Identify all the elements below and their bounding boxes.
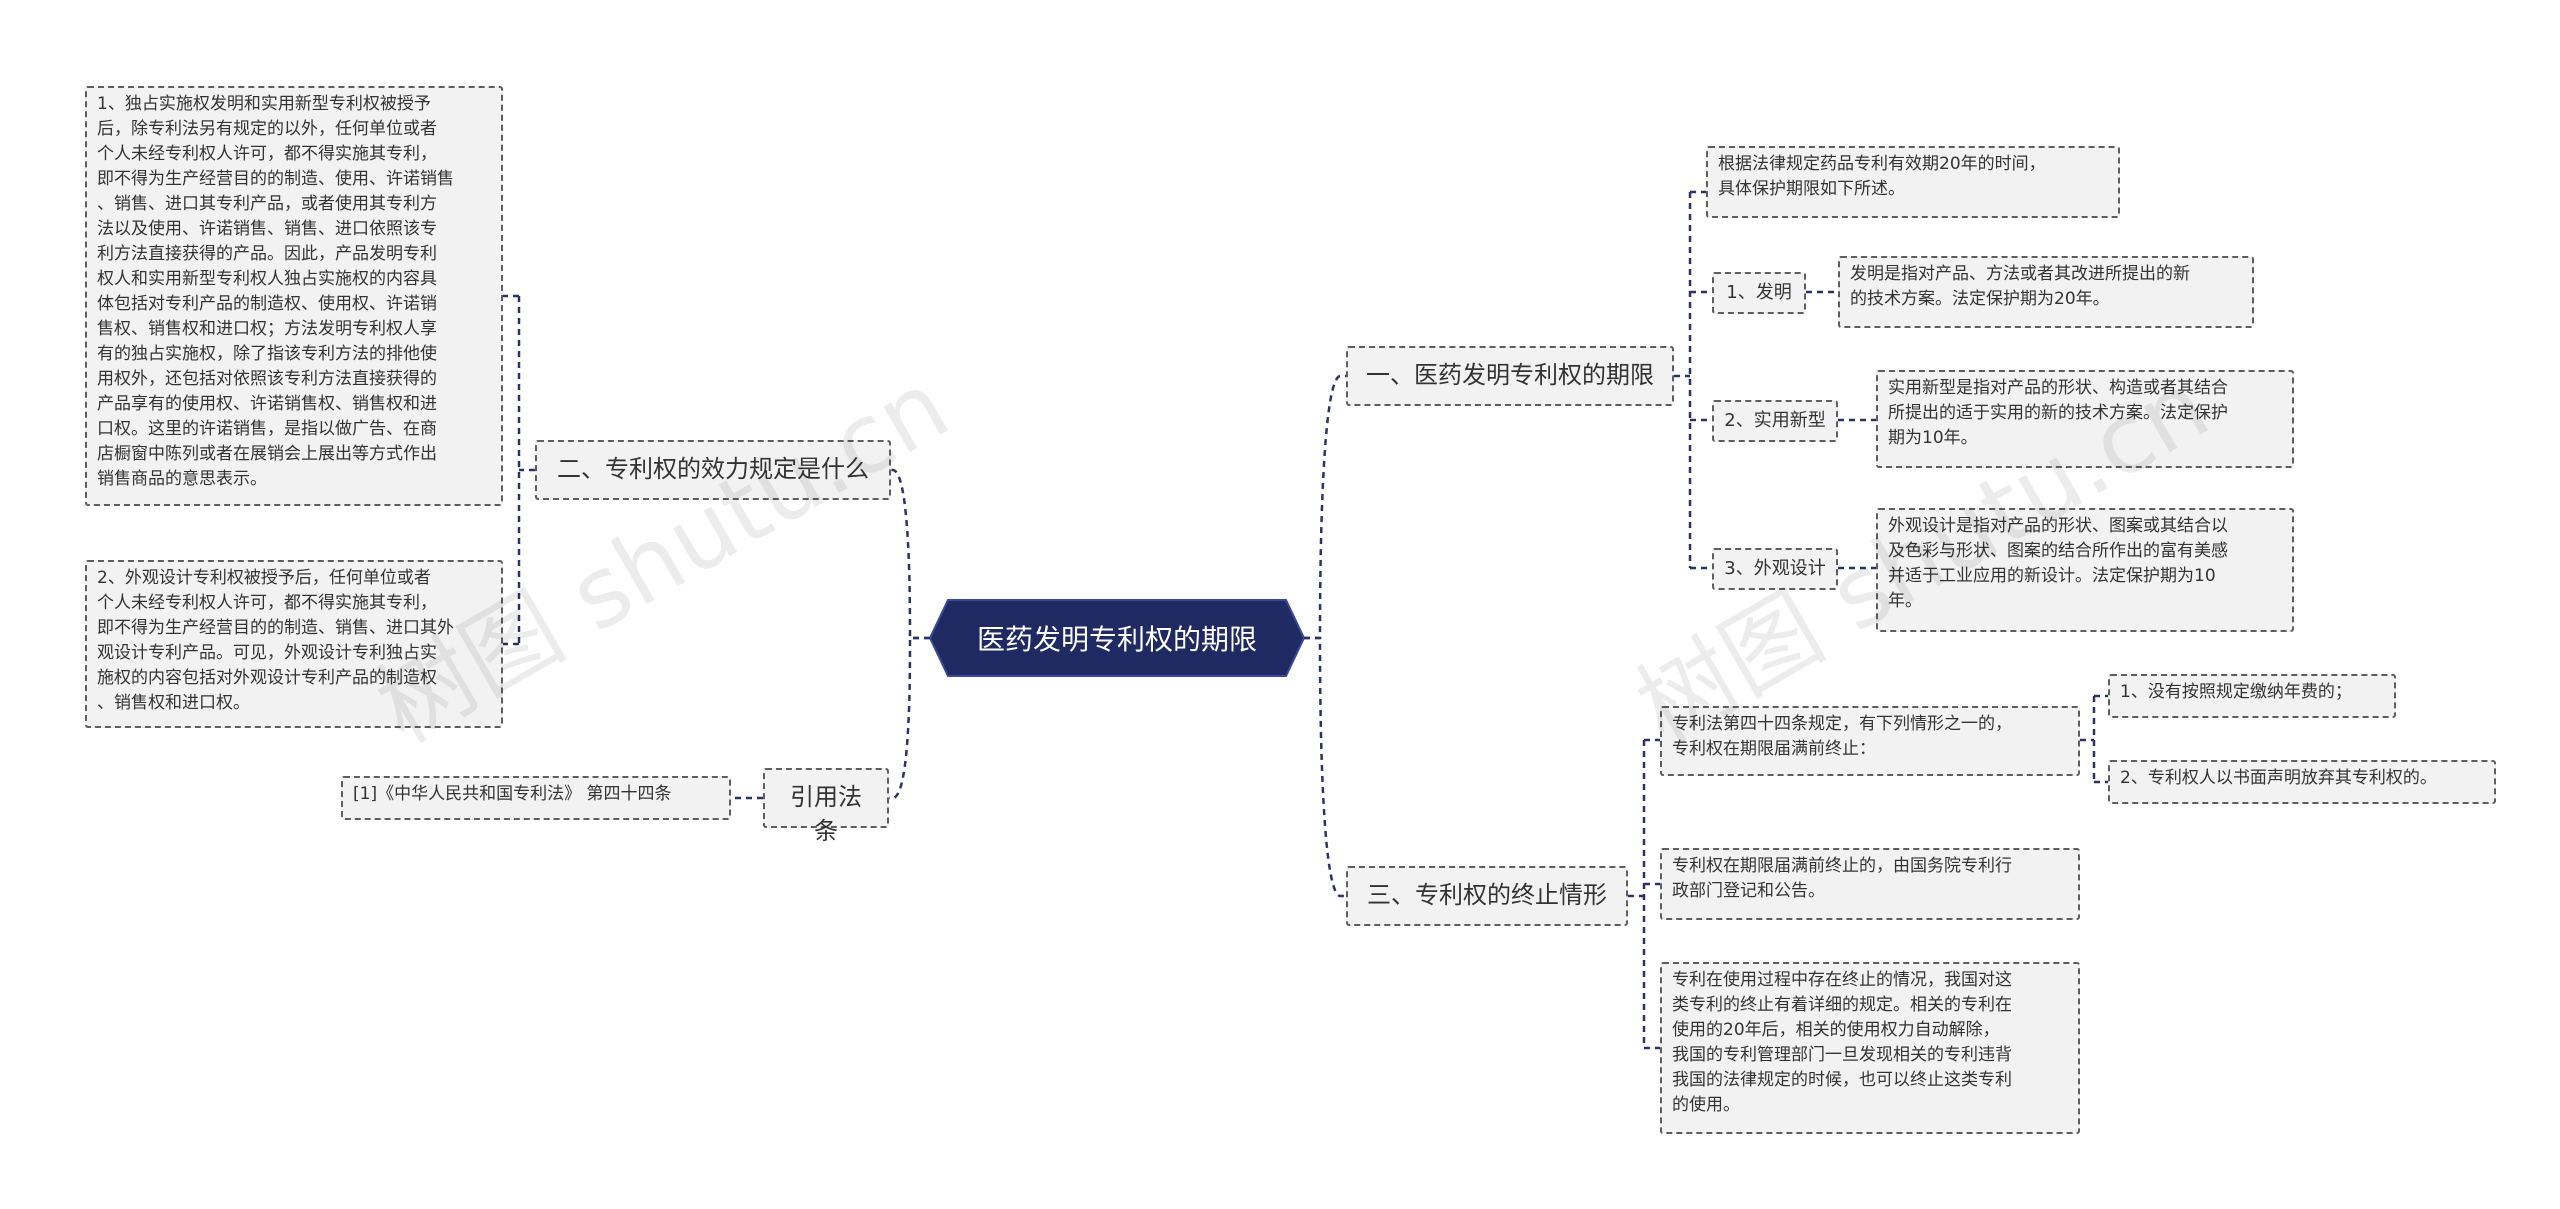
- link-root-effect: [891, 468, 930, 640]
- branch-citation-label: 引用法条: [790, 783, 862, 845]
- validity-design[interactable]: 3、外观设计: [1712, 548, 1838, 590]
- termination-item-2[interactable]: 2、专利权人以书面声明放弃其专利权的。: [2108, 760, 2496, 804]
- validity-invention[interactable]: 1、发明: [1712, 272, 1806, 314]
- validity-utility-label: 2、实用新型: [1724, 410, 1826, 431]
- termination-item-2-text: 2、专利权人以书面声明放弃其专利权的。: [2120, 768, 2437, 788]
- validity-intro-text: 根据法律规定药品专利有效期20年的时间， 具体保护期限如下所述。: [1718, 154, 2046, 199]
- effect-item-1[interactable]: 1、独占实施权发明和实用新型专利权被授予 后，除专利法另有规定的以外，任何单位或…: [85, 86, 503, 506]
- branch-validity-label: 一、医药发明专利权的期限: [1366, 361, 1654, 389]
- termination-item-1[interactable]: 1、没有按照规定缴纳年费的；: [2108, 674, 2396, 718]
- invention-description: 发明是指对产品、方法或者其改进所提出的新 的技术方案。法定保护期为20年。: [1850, 264, 2190, 309]
- validity-design-text[interactable]: 外观设计是指对产品的形状、图案或其结合以 及色彩与形状、图案的结合所作出的富有美…: [1876, 508, 2294, 632]
- citation-text-content: [1]《中华人民共和国专利法》 第四十四条: [353, 784, 672, 804]
- branch-effect-label: 二、专利权的效力规定是什么: [557, 455, 869, 483]
- validity-utility-text[interactable]: 实用新型是指对产品的形状、构造或者其结合 所提出的适于实用的新的技术方案。法定保…: [1876, 370, 2294, 468]
- effect-item-2[interactable]: 2、外观设计专利权被授予后，任何单位或者 个人未经专利权人许可，都不得实施其专利…: [85, 560, 503, 728]
- link-root-citation: [889, 636, 930, 800]
- design-description: 外观设计是指对产品的形状、图案或其结合以 及色彩与形状、图案的结合所作出的富有美…: [1888, 516, 2228, 611]
- termination-item-1-text: 1、没有按照规定缴纳年费的；: [2120, 682, 2352, 702]
- termination-announce-text: 专利权在期限届满前终止的，由国务院专利行 政部门登记和公告。: [1672, 856, 2012, 901]
- link-effect-bus: [517, 296, 535, 644]
- validity-utility[interactable]: 2、实用新型: [1712, 400, 1838, 442]
- link-validity-bus: [1674, 192, 1692, 568]
- branch-validity[interactable]: 一、医药发明专利权的期限: [1346, 346, 1674, 406]
- validity-invention-text[interactable]: 发明是指对产品、方法或者其改进所提出的新 的技术方案。法定保护期为20年。: [1838, 256, 2254, 328]
- utility-description: 实用新型是指对产品的形状、构造或者其结合 所提出的适于实用的新的技术方案。法定保…: [1888, 378, 2228, 448]
- termination-rule[interactable]: 专利法第四十四条规定，有下列情形之一的， 专利权在期限届满前终止：: [1660, 706, 2080, 776]
- validity-invention-label: 1、发明: [1726, 282, 1792, 303]
- link-rule-items: [2080, 694, 2108, 784]
- effect-item-1-text: 1、独占实施权发明和实用新型专利权被授予 后，除专利法另有规定的以外，任何单位或…: [97, 94, 454, 489]
- termination-detail[interactable]: 专利在使用过程中存在终止的情况，我国对这 类专利的终止有着详细的规定。相关的专利…: [1660, 962, 2080, 1134]
- termination-detail-text: 专利在使用过程中存在终止的情况，我国对这 类专利的终止有着详细的规定。相关的专利…: [1672, 970, 2012, 1115]
- validity-design-label: 3、外观设计: [1724, 558, 1826, 579]
- root-label: 医药发明专利权的期限: [976, 623, 1257, 656]
- branch-citation[interactable]: 引用法条: [763, 768, 889, 845]
- link-root-termination: [1304, 636, 1346, 898]
- termination-announce[interactable]: 专利权在期限届满前终止的，由国务院专利行 政部门登记和公告。: [1660, 848, 2080, 920]
- branch-effect[interactable]: 二、专利权的效力规定是什么: [535, 440, 891, 500]
- effect-item-2-text: 2、外观设计专利权被授予后，任何单位或者 个人未经专利权人许可，都不得实施其专利…: [97, 568, 454, 713]
- branch-termination[interactable]: 三、专利权的终止情形: [1346, 866, 1628, 926]
- validity-intro[interactable]: 根据法律规定药品专利有效期20年的时间， 具体保护期限如下所述。: [1706, 146, 2120, 218]
- citation-text[interactable]: [1]《中华人民共和国专利法》 第四十四条: [341, 776, 731, 820]
- link-termination-bus: [1628, 740, 1646, 1048]
- branch-termination-label: 三、专利权的终止情形: [1367, 881, 1607, 909]
- termination-rule-text: 专利法第四十四条规定，有下列情形之一的， 专利权在期限届满前终止：: [1672, 714, 2012, 759]
- link-root-validity: [1304, 374, 1346, 640]
- root-node[interactable]: 医药发明专利权的期限: [930, 600, 1304, 676]
